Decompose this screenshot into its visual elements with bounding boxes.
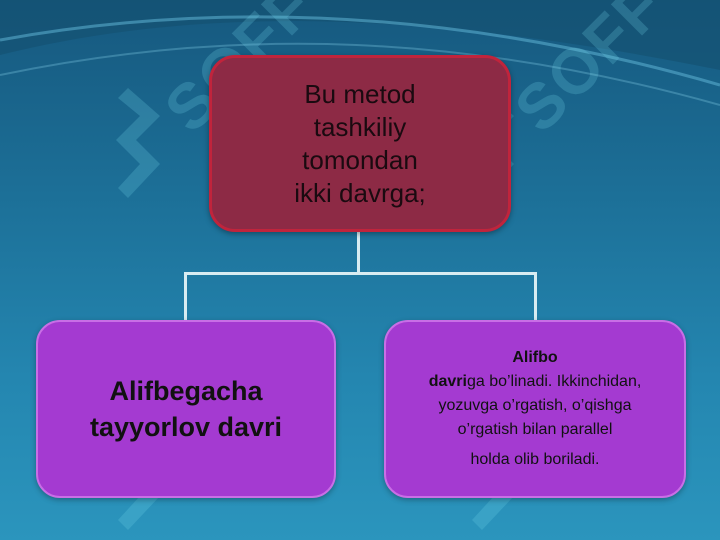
right-node-last-line: holda olib boriladi. xyxy=(470,451,600,468)
right-node-line: o’rgatish bilan parallel xyxy=(457,421,613,438)
connector-vertical-right xyxy=(534,272,537,321)
diagram-root-node: Bu metod tashkiliy tomondan ikki davrga; xyxy=(209,55,511,232)
root-node-line: Bu metod xyxy=(304,78,416,109)
connector-vertical-left xyxy=(184,272,187,321)
right-node-line: yozuvga o’rgatish, o’qishga xyxy=(438,397,632,414)
right-node-bold-prefix: davri xyxy=(428,373,467,390)
connector-vertical-top xyxy=(357,232,360,274)
right-node-title: Alifbo xyxy=(512,349,558,366)
root-node-line: tomondan xyxy=(302,144,418,175)
root-node-line: tashkiliy xyxy=(313,111,407,142)
root-node-line: ikki davrga; xyxy=(294,177,426,208)
diagram-right-node: Alifbo davriga bo’linadi. Ikkinchidan, y… xyxy=(384,320,686,498)
right-node-line-rest: ga bo’linadi. Ikkinchidan, xyxy=(466,373,642,390)
left-node-line: tayyorlov davri xyxy=(89,412,283,442)
connector-horizontal xyxy=(184,272,537,275)
diagram-left-node: Alifbegacha tayyorlov davri xyxy=(36,320,336,498)
left-node-line: Alifbegacha xyxy=(109,376,263,406)
right-node-line: davriga bo’linadi. Ikkinchidan, xyxy=(429,370,642,394)
soff-logo-mark-icon xyxy=(116,88,160,198)
